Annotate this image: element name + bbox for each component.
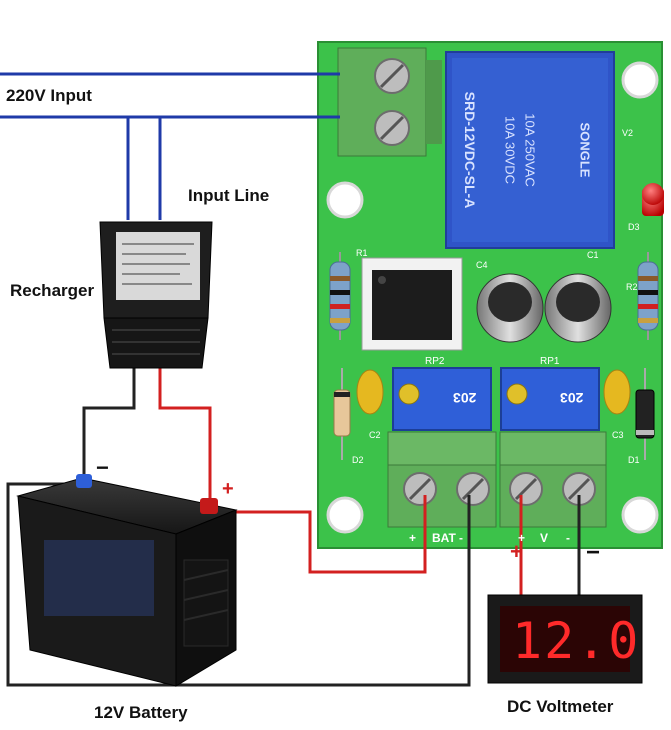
recharger-adapter	[99, 221, 213, 369]
voltmeter-reading: 12.0	[512, 612, 641, 670]
car-battery	[16, 474, 238, 687]
voltmeter-minus-mark: −	[586, 539, 601, 566]
voltmeter-plus-mark: +	[510, 539, 523, 564]
potentiometer-rp1	[500, 367, 600, 431]
recharger-negative-wire	[82, 365, 136, 486]
recharger-positive-wire	[158, 365, 212, 500]
battery-negative-wire	[6, 482, 471, 687]
terminal-bat-plus: +	[409, 531, 417, 545]
mount-hole	[326, 181, 364, 219]
capacitor-c1	[544, 273, 612, 343]
input-terminal-block	[337, 47, 442, 157]
diode-d1	[635, 368, 655, 460]
ref-c4: C4	[476, 260, 488, 270]
pot-rp2-code: 203	[453, 390, 477, 406]
battery-minus-mark: −	[96, 455, 109, 480]
resistor-r2	[637, 252, 659, 340]
potentiometer-rp2	[392, 367, 492, 431]
capacitor-c2	[356, 369, 384, 415]
mount-hole	[621, 496, 659, 534]
ref-d1: D1	[628, 455, 640, 465]
resistor-r1	[329, 252, 351, 340]
ic-chip	[361, 257, 463, 351]
relay-brand: SONGLE	[577, 122, 593, 178]
label-220v-input: 220V Input	[6, 86, 92, 105]
label-12v-battery: 12V Battery	[94, 703, 188, 722]
ref-c2: C2	[369, 430, 381, 440]
dc-voltmeter	[487, 594, 643, 684]
relay-rating-1: 10A 250VAC	[522, 113, 538, 187]
capacitor-c3	[603, 369, 631, 415]
battery-plus-mark: +	[222, 478, 234, 500]
terminal-bat-minus: -	[459, 531, 463, 545]
mount-hole	[621, 61, 659, 99]
led-d3	[642, 183, 664, 216]
terminal-v-plus: +	[518, 531, 526, 545]
terminal-bat-label: BAT	[432, 531, 456, 545]
pot-rp1-code: 203	[560, 390, 584, 406]
label-recharger: Recharger	[10, 281, 95, 300]
pot-rp2-label: RP2	[425, 356, 445, 367]
relay-model: SRD-12VDC-SL-A	[462, 91, 478, 209]
ref-c3: C3	[612, 430, 624, 440]
terminal-v-minus: -	[566, 531, 570, 545]
ref-v2: V2	[622, 128, 634, 138]
relay	[445, 51, 615, 249]
diode-d2	[333, 368, 351, 460]
battery-positive-terminal	[200, 498, 218, 514]
relay-rating-2: 10A 30VDC	[502, 116, 518, 184]
ref-d3: D3	[628, 222, 640, 232]
ref-r1: R1	[356, 248, 368, 258]
label-dc-voltmeter: DC Voltmeter	[507, 697, 614, 716]
ref-d2: D2	[352, 455, 364, 465]
pot-rp1-label: RP1	[540, 356, 560, 367]
battery-positive-wire	[226, 495, 427, 574]
capacitor-c4	[476, 273, 544, 343]
mount-hole	[326, 496, 364, 534]
label-input-line: Input Line	[188, 186, 270, 205]
ref-c1: C1	[587, 250, 599, 260]
terminal-v-label: V	[540, 531, 549, 545]
ref-r2: R2	[626, 282, 638, 292]
output-terminal-block	[387, 431, 607, 528]
battery-negative-terminal	[76, 474, 92, 488]
